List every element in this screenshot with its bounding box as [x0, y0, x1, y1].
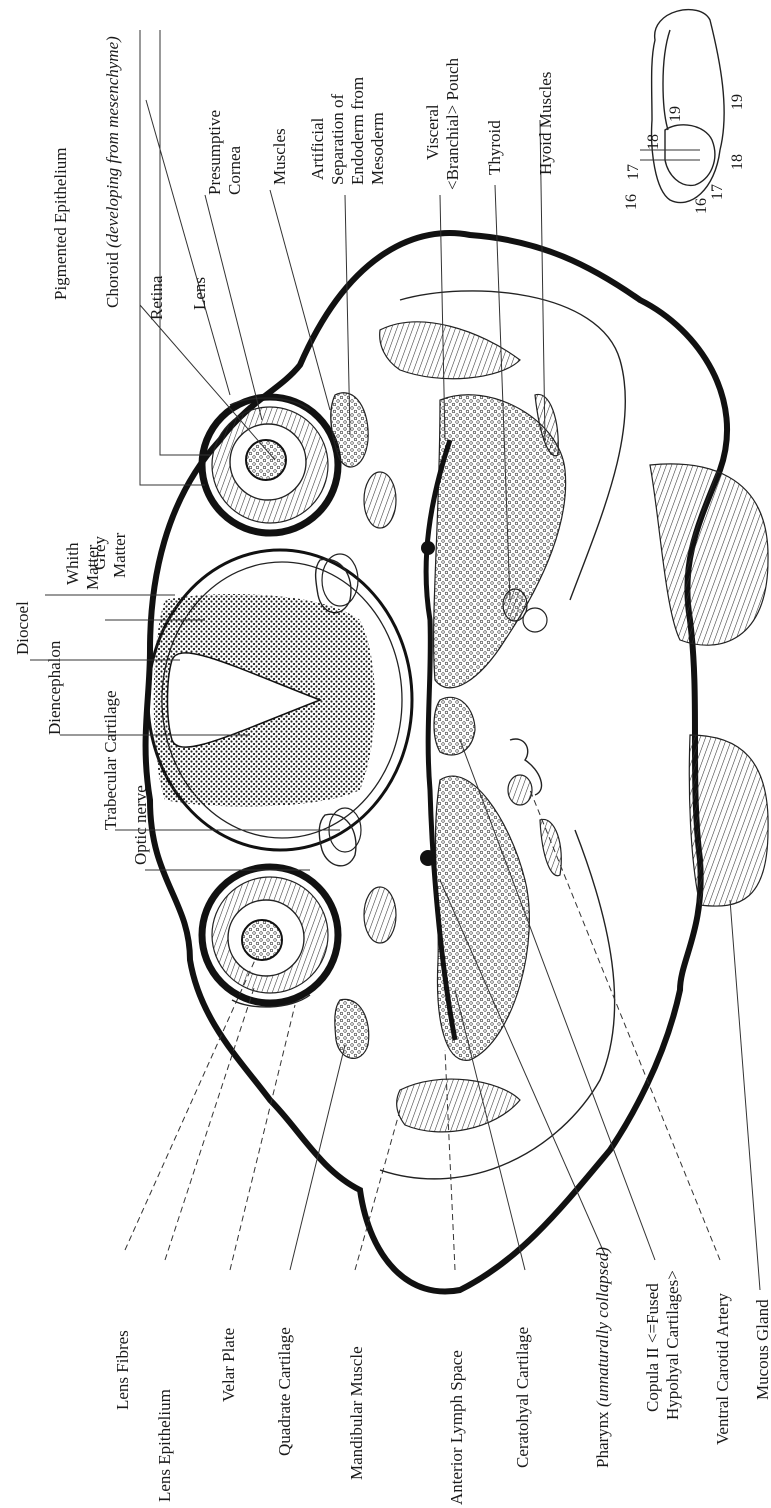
- inset-num-19b: 19: [729, 94, 746, 110]
- label-lens: Lens: [190, 277, 209, 310]
- label-white-matter-1: Whith: [63, 542, 82, 585]
- inset-num-16b: 16: [693, 198, 710, 214]
- label-pharynx: Pharynx (unnaturally collapsed): [593, 1247, 612, 1468]
- inset-num-17a: 17: [625, 164, 642, 180]
- mandibular-muscle-lower: [397, 1079, 520, 1132]
- label-presumptive-cornea-2: Cornea: [225, 145, 244, 195]
- label-trabecular-cartilage: Trabecular Cartilage: [101, 690, 120, 830]
- mandibular-muscle-upper: [380, 322, 520, 379]
- inset-tadpole-sketch: 17 18 19 16 19 16 17 18: [623, 10, 746, 214]
- label-lens-epithelium: Lens Epithelium: [155, 1389, 174, 1502]
- inset-num-19a: 19: [667, 106, 684, 122]
- label-copula-1: Copula II <=Fused: [643, 1283, 662, 1412]
- muscle-block-lower: [364, 887, 396, 943]
- label-visceral-pouch-2: <Branchial> Pouch: [443, 57, 462, 190]
- quadrate-cartilage-lower: [335, 999, 369, 1058]
- copula-cartilage: [434, 697, 475, 755]
- pharynx-node-lower: [420, 850, 436, 866]
- pharynx-node-upper: [421, 541, 435, 555]
- label-diocoel: Diocoel: [13, 601, 32, 655]
- label-copula-2: Hypohyal Cartilages>: [663, 1270, 682, 1420]
- label-muscles: Muscles: [270, 128, 289, 185]
- thyroid-ring-upper: [523, 608, 547, 632]
- label-mandibular-muscle: Mandibular Muscle: [347, 1346, 366, 1480]
- label-grey-matter-2: Matter: [110, 532, 129, 578]
- label-artificial-1: Artificial: [308, 117, 327, 180]
- inset-num-18a: 18: [645, 134, 662, 150]
- hyoid-muscle-lower: [540, 819, 561, 875]
- label-lens-fibres: Lens Fibres: [113, 1330, 132, 1410]
- label-diencephalon: Diencephalon: [45, 640, 64, 735]
- leader-lines-bottom: [30, 660, 760, 1290]
- mucous-gland-lower: [689, 735, 768, 906]
- label-artificial-4: Mesoderm: [368, 112, 387, 185]
- label-choroid: Choroid (developing from mesenchyme): [103, 36, 122, 308]
- label-ceratohyal-cartilage: Ceratohyal Cartilage: [513, 1327, 532, 1468]
- label-optic-nerve: Optic nerve: [131, 785, 150, 865]
- label-pigmented-epithelium: Pigmented Epithelium: [51, 147, 70, 300]
- label-anterior-lymph-space: Anterior Lymph Space: [447, 1350, 466, 1505]
- eye-lower: [202, 867, 338, 1007]
- label-artificial-3: Endoderm from: [348, 77, 367, 185]
- label-velar-plate: Velar Plate: [219, 1328, 238, 1402]
- lymph-space-upper: [322, 554, 358, 606]
- thyroid-lower: [508, 775, 532, 805]
- inset-num-18b: 18: [729, 154, 746, 170]
- inset-num-16a: 16: [623, 194, 640, 210]
- label-thyroid: Thyroid: [485, 120, 504, 175]
- label-grey-matter-1: Grey: [90, 536, 109, 570]
- label-hyoid-muscles: Hyoid Muscles: [536, 72, 555, 175]
- label-mucous-gland: Mucous Gland: [753, 1299, 771, 1400]
- eye-upper: [202, 397, 338, 533]
- label-ventral-carotid-artery: Ventral Carotid Artery: [713, 1292, 732, 1445]
- muscle-block-upper: [364, 472, 396, 528]
- mucous-gland-upper: [650, 464, 768, 645]
- label-quadrate-cartilage: Quadrate Cartilage: [275, 1327, 294, 1456]
- label-presumptive-cornea-1: Presumptive: [205, 110, 224, 195]
- label-visceral-pouch-1: Visceral: [423, 104, 442, 160]
- label-retina: Retina: [147, 275, 166, 320]
- label-artificial-2: Separation of: [328, 94, 347, 185]
- inset-num-17b: 17: [709, 184, 726, 200]
